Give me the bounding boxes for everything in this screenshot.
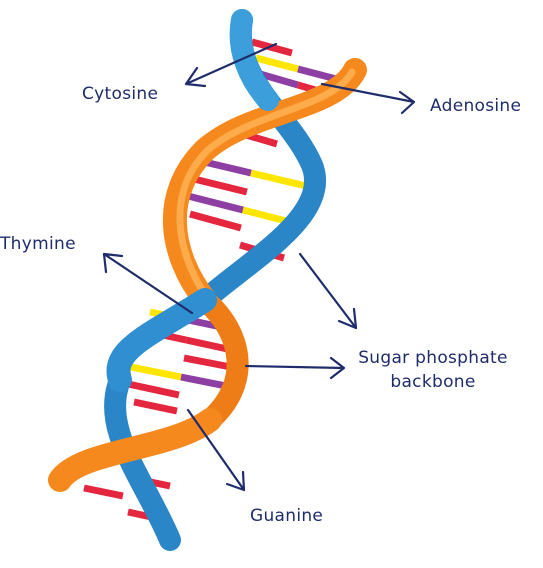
base-pair-left-16 [83,484,124,500]
backbone-arrow-lower [244,356,346,380]
base-pair-left-6 [187,192,244,214]
base-pair-right-5 [246,188,305,210]
base-pair-left-14 [133,398,178,415]
orange-strand-front-lower [48,408,222,492]
base-pair-right-0 [291,49,333,68]
orange-strand-back [194,289,249,431]
base-pair-right-10 [185,336,233,354]
base-pair-left-17 [99,502,129,516]
adenosine-label: Adenosine [430,96,522,116]
base-pair-left-15 [91,466,132,482]
base-pair-left-13 [127,380,180,399]
base-pair-left-7 [189,210,242,232]
backbone-arrow-upper [298,252,358,330]
backbone-label-line1: Sugar phosphate [358,348,508,368]
base-pair-left-0 [251,38,293,57]
cytosine-label: Cytosine [82,84,159,104]
guanine-label: Guanine [250,506,324,526]
base-pair-left-1 [255,54,299,73]
guanine-arrow [186,408,246,492]
base-pair-left-2 [259,70,299,89]
base-pair-left-5 [189,174,248,196]
backbone-label: Sugar phosphate backbone [338,346,528,394]
blue-strand-front-upper [229,9,279,111]
thymine-arrow [102,252,194,315]
backbone-label-line2: backbone [390,372,476,392]
base-pair-left-12 [125,362,182,381]
orange-strand-highlight [176,68,356,300]
thymine-label: Thymine [0,234,76,254]
cytosine-arrow [184,42,278,88]
base-pair-left-8 [195,228,241,249]
adenosine-arrow [320,82,416,115]
base-pair-right-4 [250,169,307,190]
